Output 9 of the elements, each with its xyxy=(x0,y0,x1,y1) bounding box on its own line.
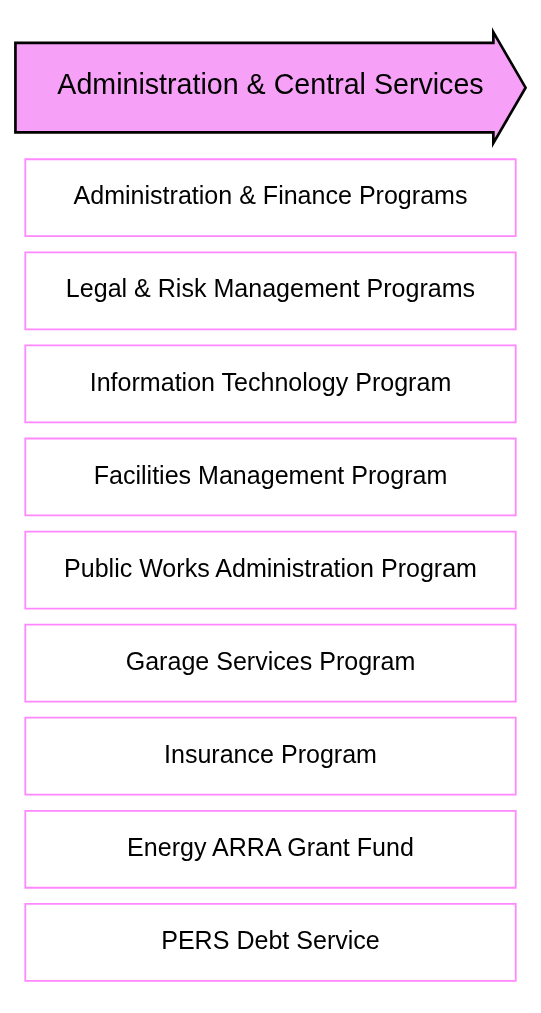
node-box: Public Works Administration Program xyxy=(24,530,517,610)
node-box: PERS Debt Service xyxy=(24,902,517,982)
node-box: Insurance Program xyxy=(24,716,517,796)
node-box: Information Technology Program xyxy=(24,344,517,424)
node-box: Legal & Risk Management Programs xyxy=(24,251,517,331)
node-box: Facilities Management Program xyxy=(24,437,517,517)
node-box: Administration & Finance Programs xyxy=(24,158,517,238)
node-box: Energy ARRA Grant Fund xyxy=(24,809,517,889)
node-box: Garage Services Program xyxy=(24,623,517,703)
